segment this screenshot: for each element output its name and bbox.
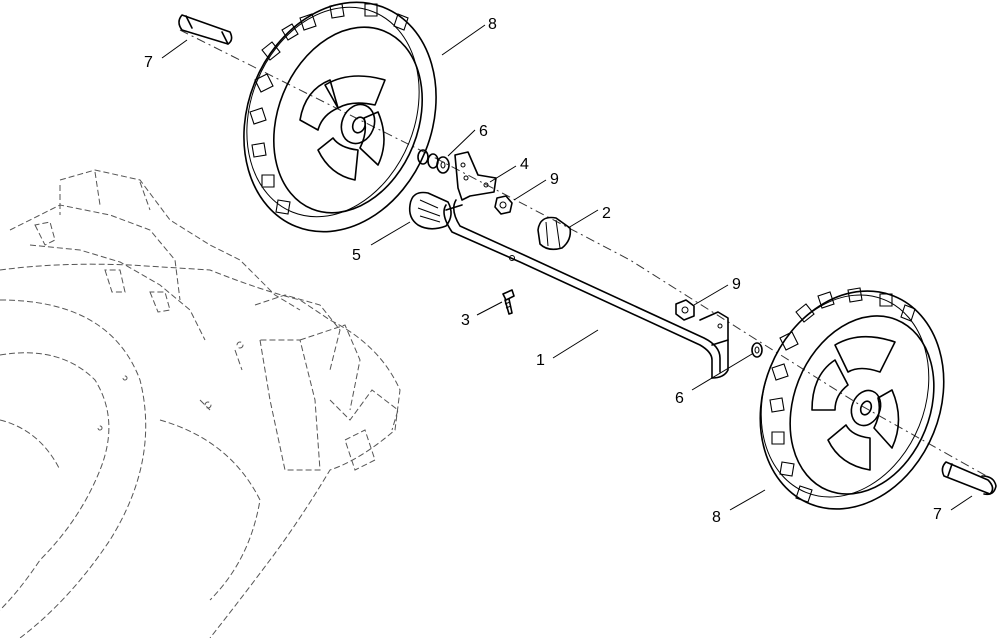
callout-4: 4 (520, 156, 529, 173)
callout-7-lower: 7 (933, 506, 942, 523)
nut-upper (494, 195, 513, 215)
axle-centerline (179, 29, 991, 479)
bracket (454, 151, 497, 201)
clip (537, 216, 572, 251)
callout-8-upper: 8 (488, 16, 497, 33)
washers-upper (417, 149, 450, 174)
callout-1: 1 (536, 352, 545, 369)
wheel-lower (759, 287, 945, 510)
washer-lower (751, 342, 763, 358)
screw (502, 289, 515, 315)
nut-lower (675, 299, 695, 321)
callout-7-upper: 7 (144, 54, 153, 71)
axle-rod (443, 199, 729, 379)
callout-8-lower: 8 (712, 509, 721, 526)
callout-9-upper: 9 (550, 171, 559, 188)
callout-9-lower: 9 (732, 276, 741, 293)
leader-lines (161, 24, 973, 511)
wheel-upper (243, 1, 437, 233)
callout-6-upper: 6 (479, 123, 488, 140)
callout-labels: 1 2 3 4 5 6 6 7 7 8 8 9 9 (144, 16, 942, 526)
callout-2: 2 (602, 205, 611, 222)
callout-5: 5 (352, 247, 361, 264)
axle-pin-upper (178, 14, 233, 45)
callout-3: 3 (461, 312, 470, 329)
mower-deck-phantom (0, 169, 401, 638)
callout-6-lower: 6 (675, 390, 684, 407)
axle-pin-lower (941, 461, 997, 496)
